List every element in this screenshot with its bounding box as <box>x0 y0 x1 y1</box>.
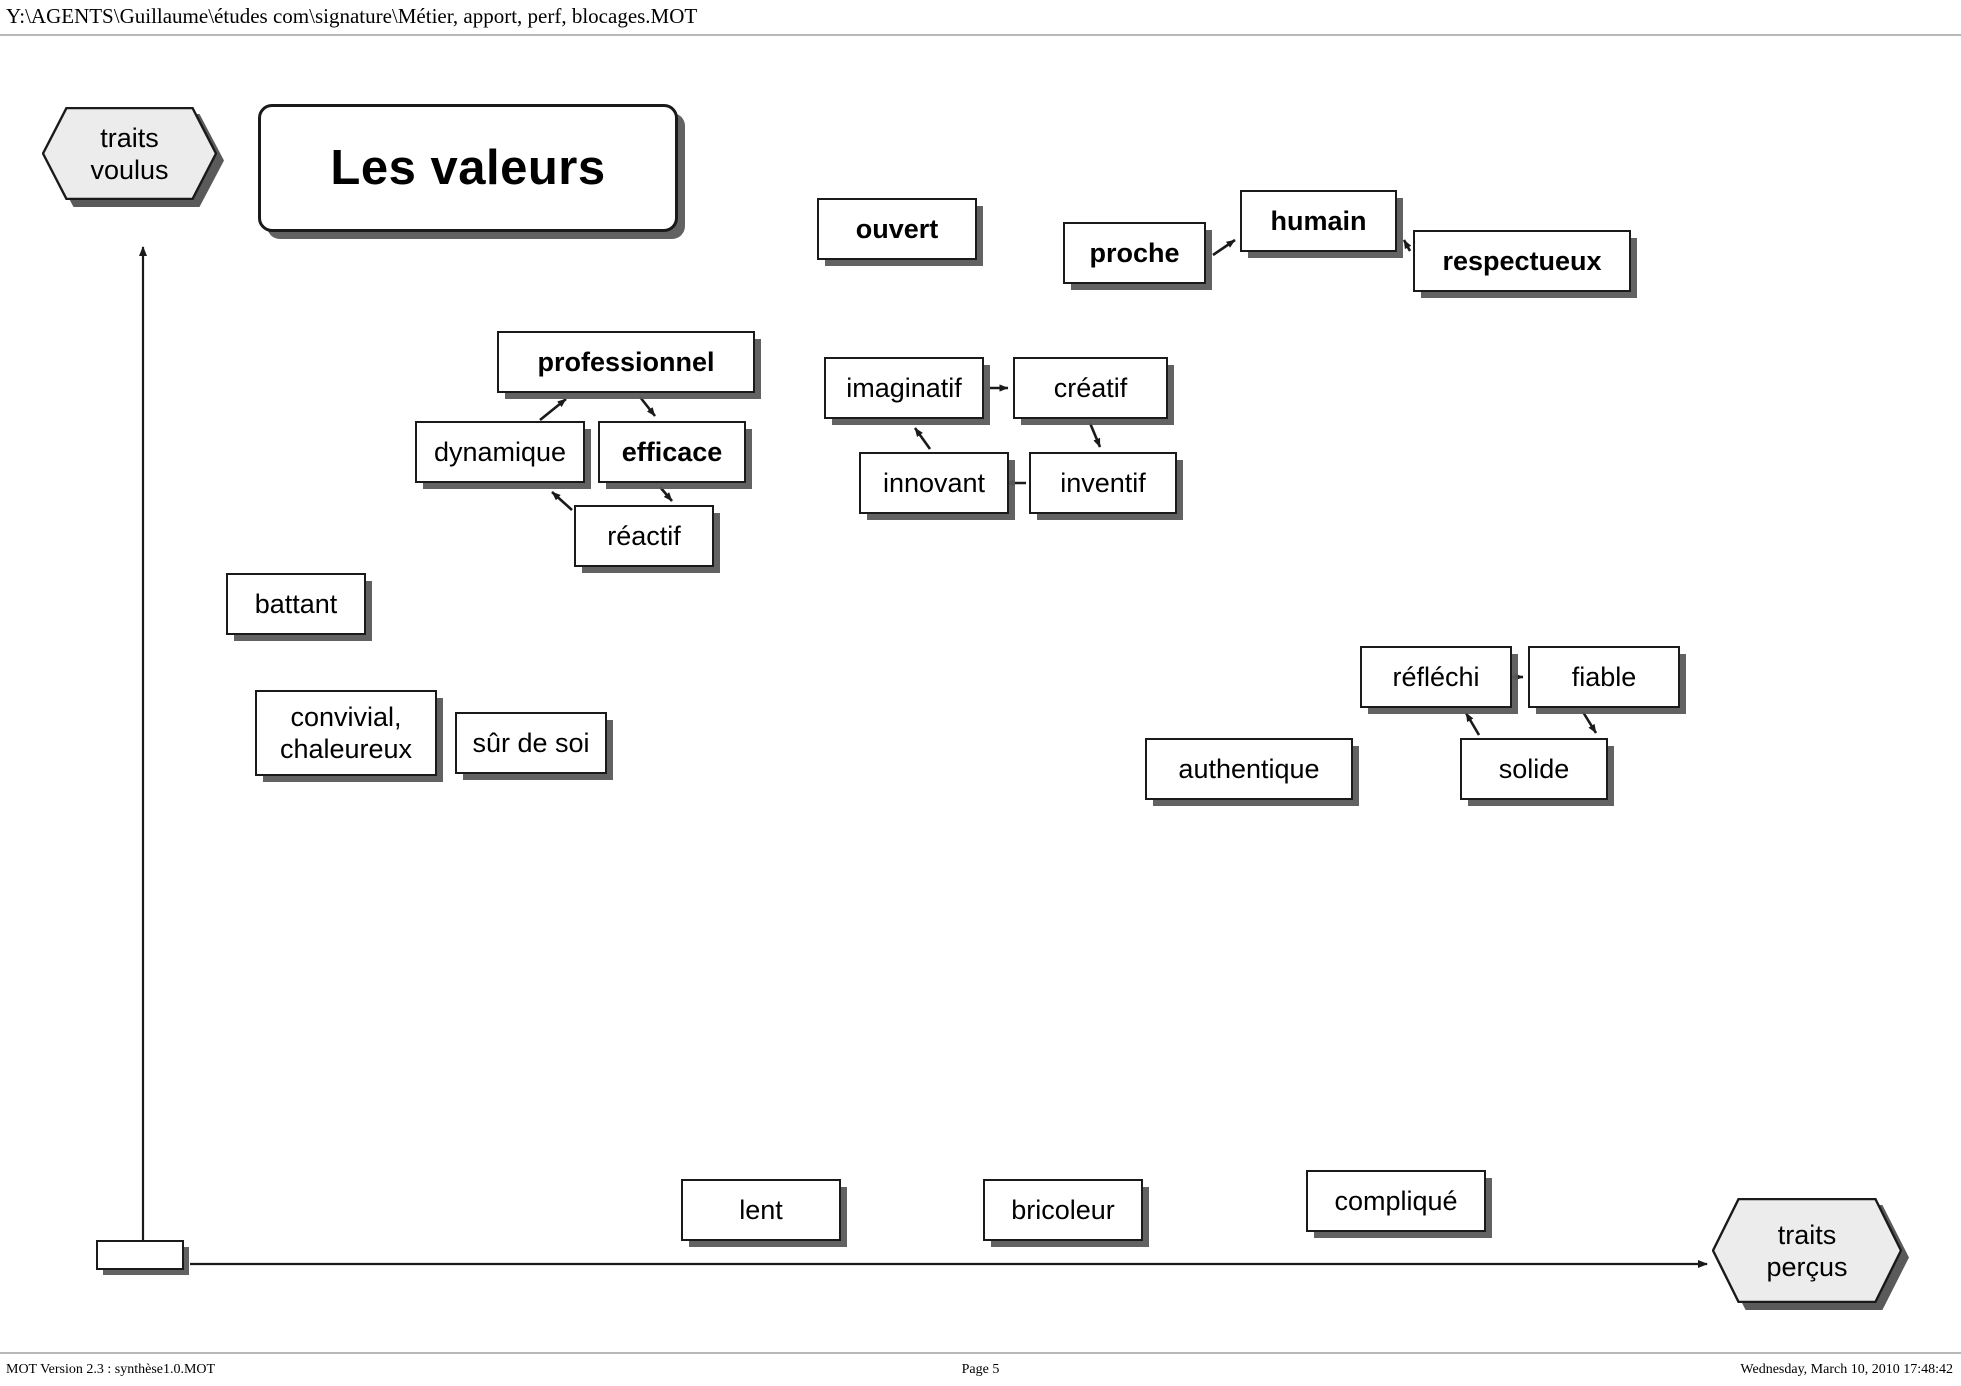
hexagon-outline <box>1712 1198 1902 1303</box>
concept-box-inventif[interactable]: inventif <box>1029 452 1177 514</box>
concept-box-reactif[interactable]: réactif <box>574 505 714 567</box>
concept-label: fiable <box>1571 661 1637 692</box>
concept-label: ouvert <box>855 213 939 244</box>
concept-box-convivial[interactable]: convivial, chaleureux <box>255 690 437 776</box>
footer-divider <box>0 1352 1961 1354</box>
concept-label: solide <box>1498 753 1570 784</box>
concept-box-respectueux[interactable]: respectueux <box>1413 230 1631 292</box>
hexagon-outline <box>42 107 217 200</box>
footer-page-number: Page 5 <box>961 1362 1000 1377</box>
hexagon-body: traits perçus <box>1712 1198 1902 1303</box>
page-title: Les valeurs <box>330 141 606 195</box>
concept-label: créatif <box>1053 372 1128 403</box>
concept-label: authentique <box>1178 753 1320 784</box>
concept-label: professionnel <box>537 346 715 377</box>
hexagon-body: traits voulus <box>42 107 217 200</box>
concept-label: dynamique <box>433 436 567 467</box>
concept-box-solide[interactable]: solide <box>1460 738 1608 800</box>
concept-box-reflechi[interactable]: réfléchi <box>1360 646 1512 708</box>
hexagon-traits-voulus[interactable]: traits voulus <box>42 107 224 207</box>
concept-box-dynamique[interactable]: dynamique <box>415 421 585 483</box>
concept-box-imaginatif[interactable]: imaginatif <box>824 357 984 419</box>
concept-label: lent <box>739 1194 783 1225</box>
concept-label: battant <box>254 588 338 619</box>
concept-label: sûr de soi <box>472 727 590 758</box>
footer-timestamp: Wednesday, March 10, 2010 17:48:42 <box>1740 1362 1953 1377</box>
concept-box-professionnel[interactable]: professionnel <box>497 331 755 393</box>
footer-version: MOT Version 2.3 : synthèse1.0.MOT <box>6 1362 216 1377</box>
concept-box-ouvert[interactable]: ouvert <box>817 198 977 260</box>
concept-label: imaginatif <box>846 372 962 403</box>
concept-box-lent[interactable]: lent <box>681 1179 841 1241</box>
concept-label: respectueux <box>1442 245 1602 276</box>
concept-label: inventif <box>1060 467 1146 498</box>
concept-box-innovant[interactable]: innovant <box>859 452 1009 514</box>
concept-label: convivial, chaleureux <box>279 702 413 764</box>
axis-origin-box[interactable] <box>96 1240 184 1270</box>
concept-label: humain <box>1270 205 1367 236</box>
concept-label: compliqué <box>1334 1185 1458 1216</box>
document-path-header: Y:\AGENTS\Guillaume\études com\signature… <box>6 4 698 28</box>
concept-label: réactif <box>607 520 681 551</box>
concept-box-surdesoi[interactable]: sûr de soi <box>455 712 607 774</box>
concept-label: réfléchi <box>1392 661 1480 692</box>
concept-box-fiable[interactable]: fiable <box>1528 646 1680 708</box>
hexagon-label: traits perçus <box>1766 1219 1848 1282</box>
concept-box-authentique[interactable]: authentique <box>1145 738 1353 800</box>
concept-box-battant[interactable]: battant <box>226 573 366 635</box>
concept-box-bricoleur[interactable]: bricoleur <box>983 1179 1143 1241</box>
concept-box-creatif[interactable]: créatif <box>1013 357 1168 419</box>
concept-box-humain[interactable]: humain <box>1240 190 1397 252</box>
concept-box-efficace[interactable]: efficace <box>598 421 746 483</box>
hexagon-traits-percus[interactable]: traits perçus <box>1712 1198 1909 1310</box>
concept-box-proche[interactable]: proche <box>1063 222 1206 284</box>
header-divider <box>0 34 1961 36</box>
concept-box-complique[interactable]: compliqué <box>1306 1170 1486 1232</box>
concept-label: efficace <box>621 436 723 467</box>
concept-label: proche <box>1089 237 1180 268</box>
concept-label: innovant <box>882 467 986 498</box>
hexagon-label: traits voulus <box>90 122 169 185</box>
concept-label: bricoleur <box>1011 1194 1115 1225</box>
slide-title-box: Les valeurs <box>258 104 678 232</box>
